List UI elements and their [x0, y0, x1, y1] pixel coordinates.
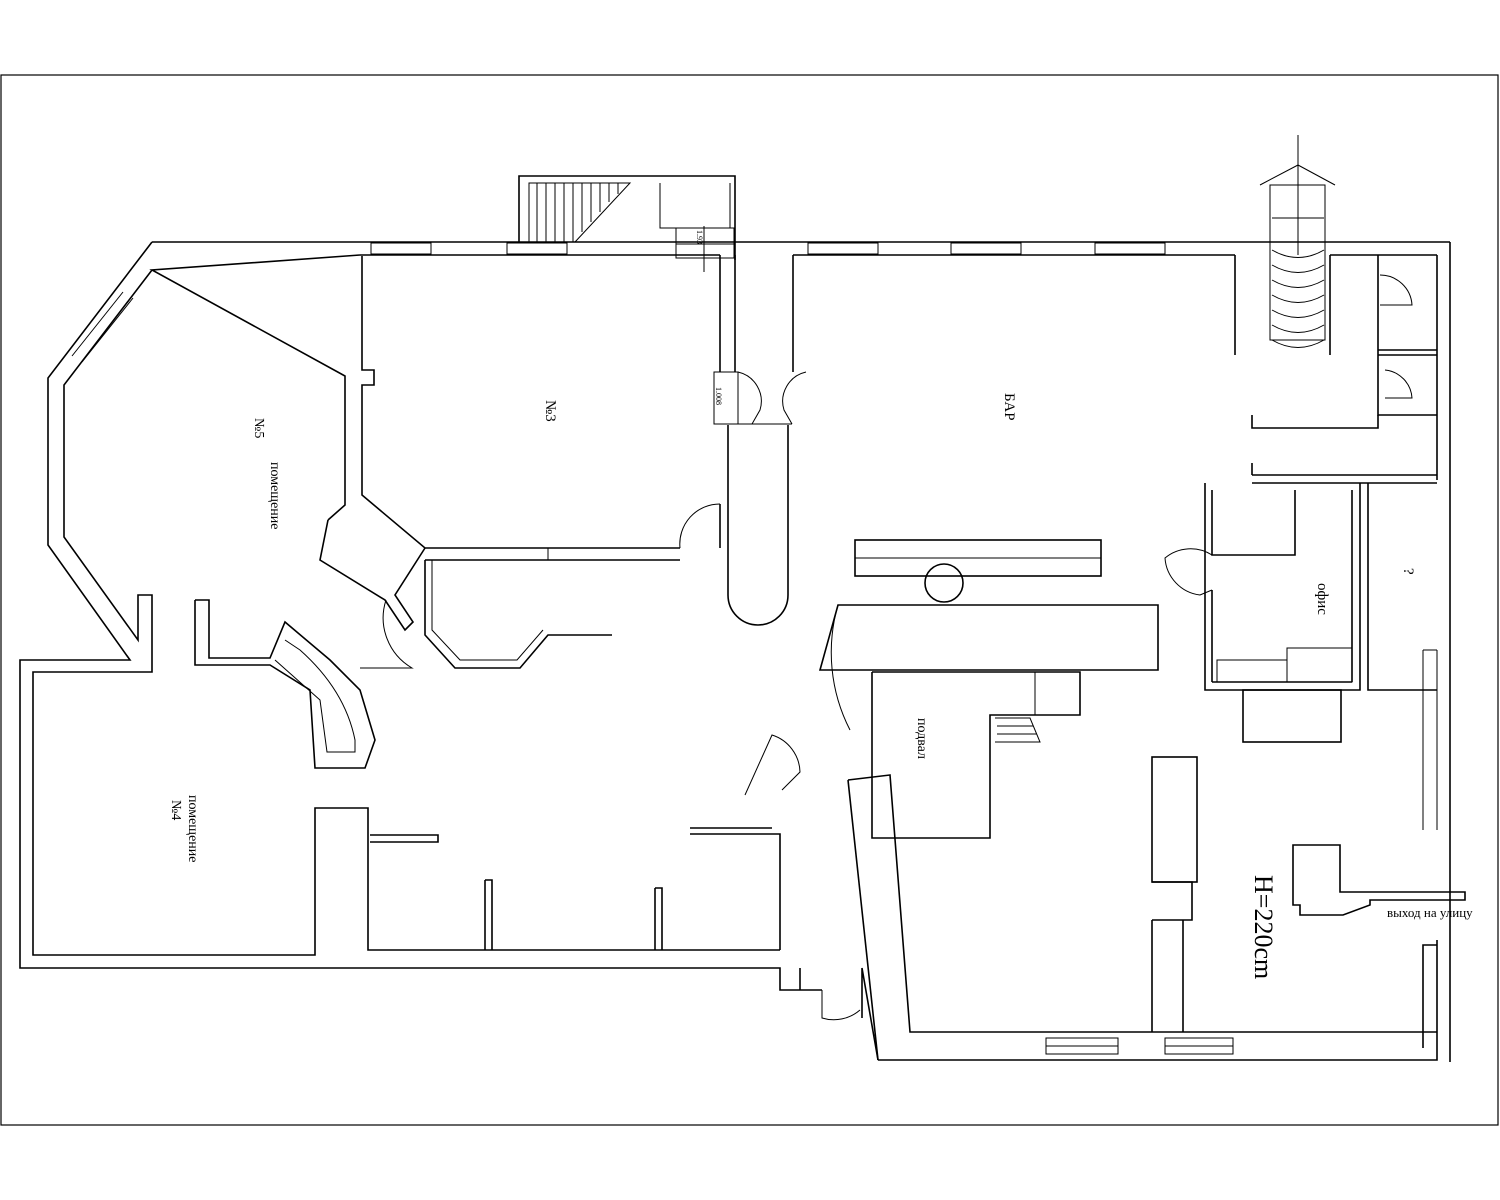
room5-doors — [319, 519, 612, 669]
lower-partitions — [194, 599, 801, 950]
north-staircase — [518, 175, 736, 272]
street-exit-label: выход на улицу — [1387, 905, 1473, 920]
bar-area — [818, 539, 1159, 731]
south-door — [799, 968, 861, 1021]
room4-label-line2: №4 — [168, 800, 183, 820]
basement-stair — [871, 671, 1081, 839]
room-3-walls — [361, 255, 736, 561]
kitchen-equipment — [1151, 756, 1466, 1032]
stair-treads — [536, 183, 619, 242]
door-dimension-1008: 1.008 — [714, 387, 723, 405]
sheet-frame — [0, 74, 1499, 1126]
north-windows — [370, 242, 1166, 255]
exterior-walls — [19, 241, 1451, 1062]
south-windows — [1045, 1037, 1234, 1055]
basement-label: подвал — [914, 718, 929, 759]
room-labels: помещение №5 №3 БАР офис ? помещение №4 … — [168, 230, 1473, 979]
ceiling-height-label: H=220cm — [1249, 875, 1278, 979]
northeast-staircase — [1234, 135, 1336, 355]
toilets — [1251, 255, 1437, 484]
room5-label-line2: №5 — [251, 418, 266, 438]
office-label: офис — [1314, 583, 1330, 615]
unknown-room-label: ? — [1400, 568, 1416, 575]
room5-label-line1: помещение — [267, 462, 282, 530]
corridor-partition — [727, 425, 789, 626]
office-room — [1164, 483, 1438, 830]
room4-label-line1: помещение — [185, 795, 200, 863]
room3-label: №3 — [542, 400, 558, 422]
bar-label: БАР — [1001, 393, 1017, 421]
door-dimension-193: 1.93 — [695, 230, 704, 244]
double-door-1008 — [713, 255, 807, 425]
